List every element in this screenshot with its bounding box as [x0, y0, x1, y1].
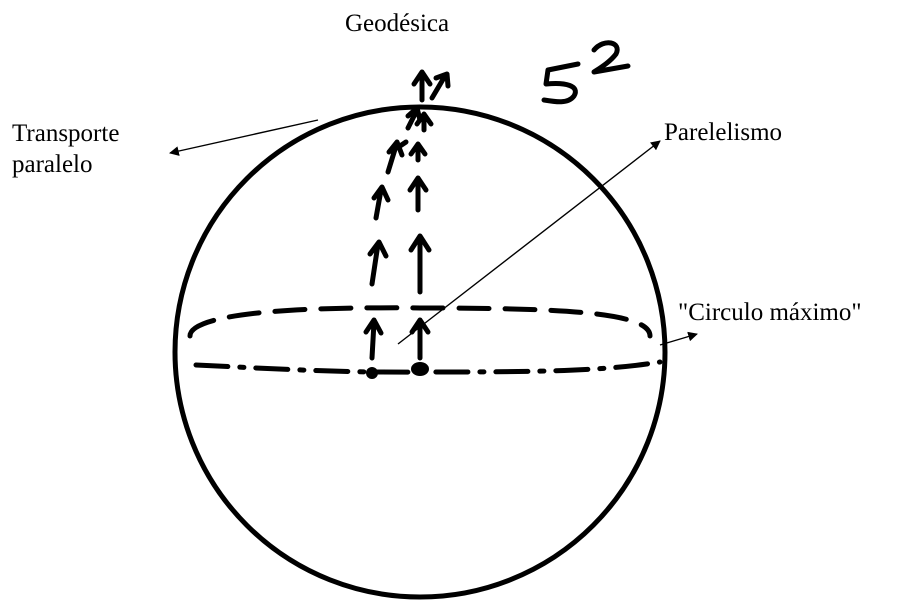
great-circle-label: "Circulo máximo" — [678, 299, 862, 326]
parallel-transport-label-line1: Transporte — [12, 120, 120, 147]
parallel-transport-label: Transporte paralelo — [12, 118, 119, 180]
parallel-transport-vectors — [363, 105, 423, 361]
base-point-left — [366, 367, 378, 379]
geodesic-label: Geodésica — [345, 10, 450, 37]
s2-manifold-label — [541, 40, 631, 105]
geodesic-vectors — [407, 69, 451, 361]
parelelismo-pointer — [397, 140, 661, 345]
base-point-right — [411, 362, 429, 376]
parallel-transport-label-line2: paralelo — [12, 151, 93, 178]
parallelism-label: Parelelismo — [664, 119, 783, 146]
great-circle-back — [187, 305, 653, 339]
circulo-pointer — [659, 331, 698, 346]
transporte-pointer — [169, 119, 319, 156]
sphere-outline — [172, 104, 668, 600]
